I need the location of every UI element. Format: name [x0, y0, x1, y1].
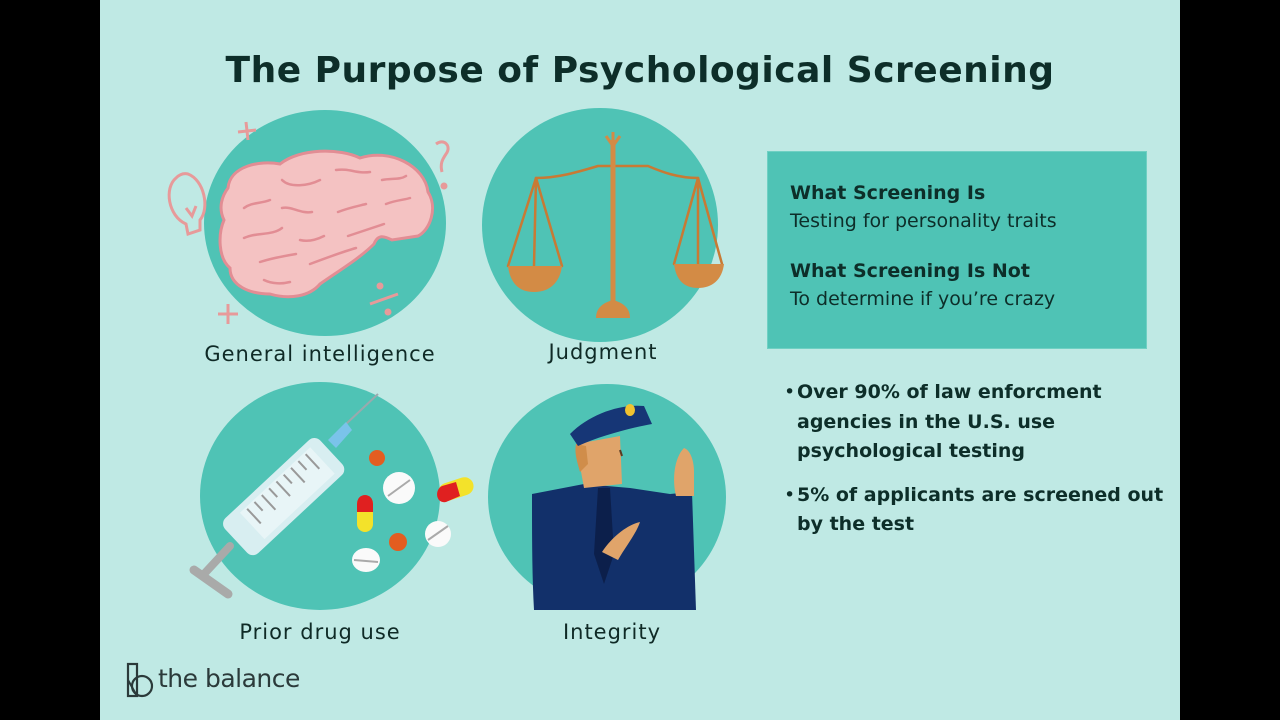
the-balance-logo-icon [126, 662, 154, 698]
tile-general-intelligence: General intelligence [160, 108, 460, 378]
fact-item: • Over 90% of law enforcment agencies in… [784, 378, 1164, 467]
what-screening-is-not-text: To determine if you’re crazy [790, 288, 1056, 310]
syringe-and-pills-icon [189, 393, 474, 599]
facts-list: • Over 90% of law enforcment agencies in… [784, 378, 1164, 554]
scales-of-justice-icon [506, 132, 724, 318]
infographic-canvas: The Purpose of Psychological Screening [100, 0, 1180, 720]
fact-text: Over 90% of law enforcment agencies in t… [797, 381, 1102, 462]
tile-caption: Prior drug use [239, 620, 401, 644]
police-officer-oath-icon [532, 404, 696, 610]
logo-wordmark: the balance [158, 664, 300, 693]
screening-definition-box: What Screening Is Testing for personalit… [768, 152, 1146, 348]
tile-judgment: Judgment [478, 106, 748, 372]
what-screening-is-not-heading: What Screening Is Not [790, 260, 1030, 282]
fact-text: 5% of applicants are screened out by the… [797, 483, 1164, 536]
tile-prior-drug-use: Prior drug use [180, 380, 480, 650]
fact-item: • 5% of applicants are screened out by t… [784, 481, 1164, 540]
brain-icon [167, 121, 450, 324]
what-screening-is-text: Testing for personality traits [790, 210, 1057, 232]
tile-caption: Judgment [548, 340, 658, 364]
page-title: The Purpose of Psychological Screening [225, 50, 1055, 91]
bullet-marker: • [784, 381, 796, 403]
bullet-marker: • [784, 483, 796, 506]
tile-caption: General intelligence [204, 342, 436, 366]
tile-caption: Integrity [562, 620, 662, 644]
what-screening-is-heading: What Screening Is [790, 182, 986, 204]
tile-integrity: Integrity [480, 384, 750, 650]
